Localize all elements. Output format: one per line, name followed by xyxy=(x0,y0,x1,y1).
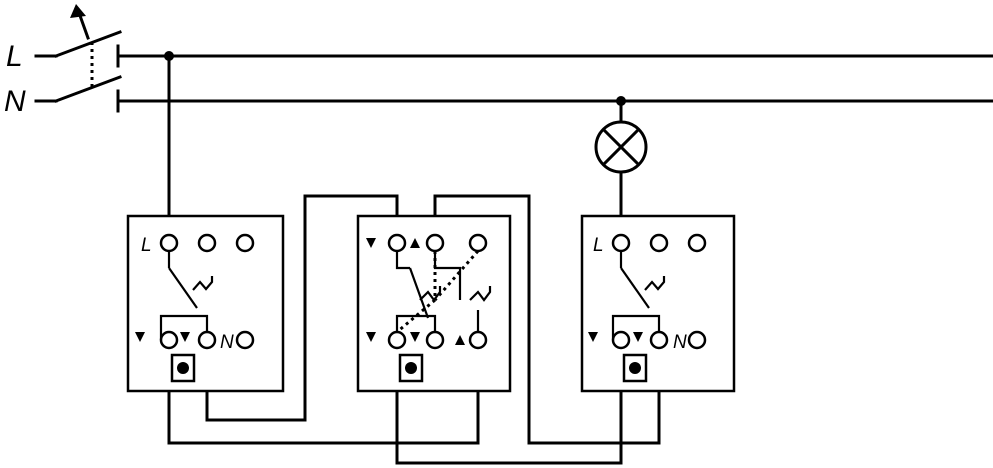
main-breaker xyxy=(34,4,122,113)
line-label: L xyxy=(6,40,23,73)
neutral-label: N xyxy=(4,85,26,118)
switch-3: L N xyxy=(580,214,736,393)
lamp-icon xyxy=(594,99,648,218)
switch-3-aux-label: N xyxy=(673,332,687,353)
interconnect-wires xyxy=(167,194,661,465)
switch-1-terminal-label: L xyxy=(141,235,152,256)
switch-3-terminal-label: L xyxy=(593,235,604,256)
switch-1-aux-label: N xyxy=(220,332,234,353)
switch-2 xyxy=(356,214,512,393)
switch-1: L N xyxy=(126,214,285,393)
